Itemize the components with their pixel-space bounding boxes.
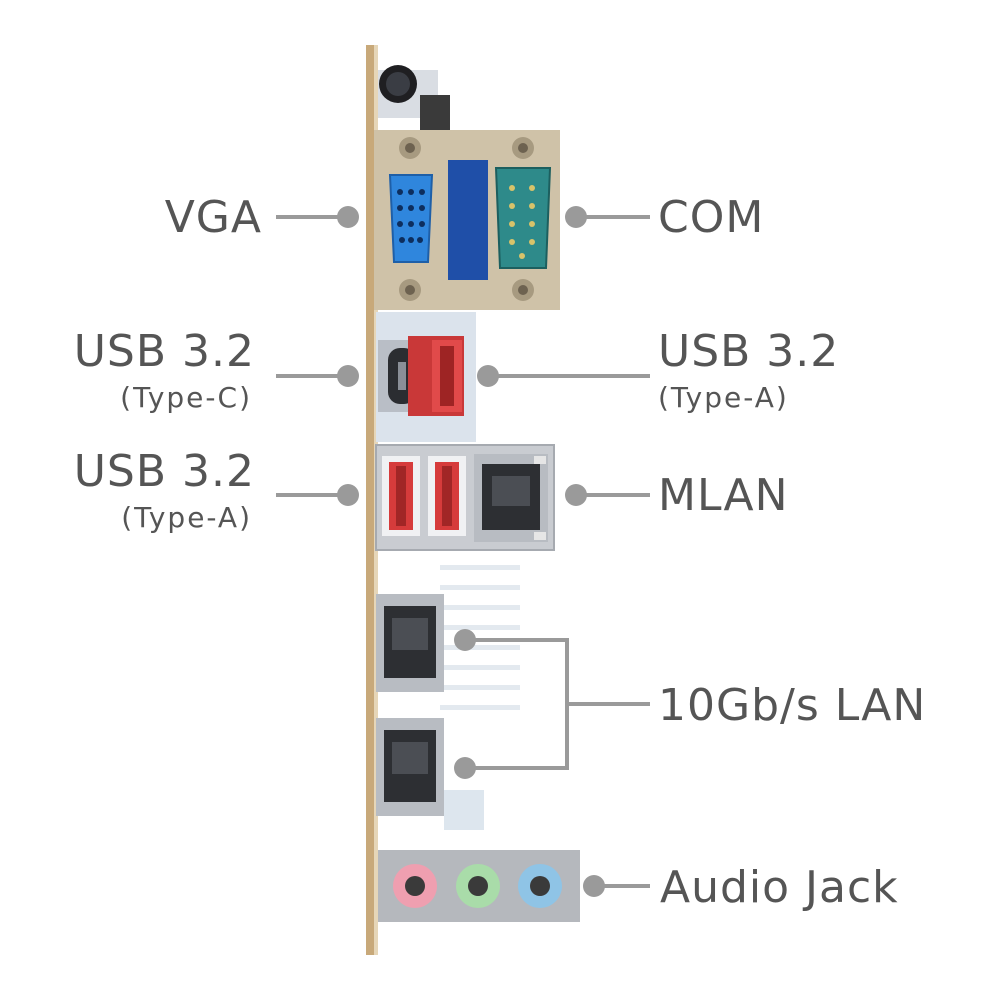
lan-10g-label: 10Gb/s LAN xyxy=(658,680,927,731)
usb-a-left-sublabel: (Type-A) xyxy=(121,501,252,534)
lan-10g-port-top-icon xyxy=(376,594,444,692)
mlan-label: MLAN xyxy=(658,470,789,521)
leader-lines xyxy=(276,215,650,888)
usb-a-port-stack-icon xyxy=(408,336,464,416)
com-port-icon xyxy=(494,137,552,301)
power-button-icon xyxy=(378,65,450,130)
audio-jack-label: Audio Jack xyxy=(660,862,899,913)
usb-a-left-label: USB 3.2 xyxy=(73,446,255,497)
usb-a-right-label: USB 3.2 xyxy=(658,326,840,377)
heatsink xyxy=(440,565,520,710)
usb-a-dual-port-icon xyxy=(382,456,466,536)
lan-10g-port-bottom-icon xyxy=(376,718,444,816)
leader-dots xyxy=(337,206,605,897)
usb-a-right-sublabel: (Type-A) xyxy=(658,381,789,414)
usb-c-sublabel: (Type-C) xyxy=(120,381,252,414)
audio-jack-panel-icon xyxy=(378,850,580,922)
mlan-port-icon xyxy=(474,454,548,542)
com-label: COM xyxy=(658,192,765,243)
vga-port-icon xyxy=(388,137,434,301)
usb-c-label: USB 3.2 xyxy=(73,326,255,377)
board-edge xyxy=(366,45,376,955)
vga-label: VGA xyxy=(164,192,262,243)
